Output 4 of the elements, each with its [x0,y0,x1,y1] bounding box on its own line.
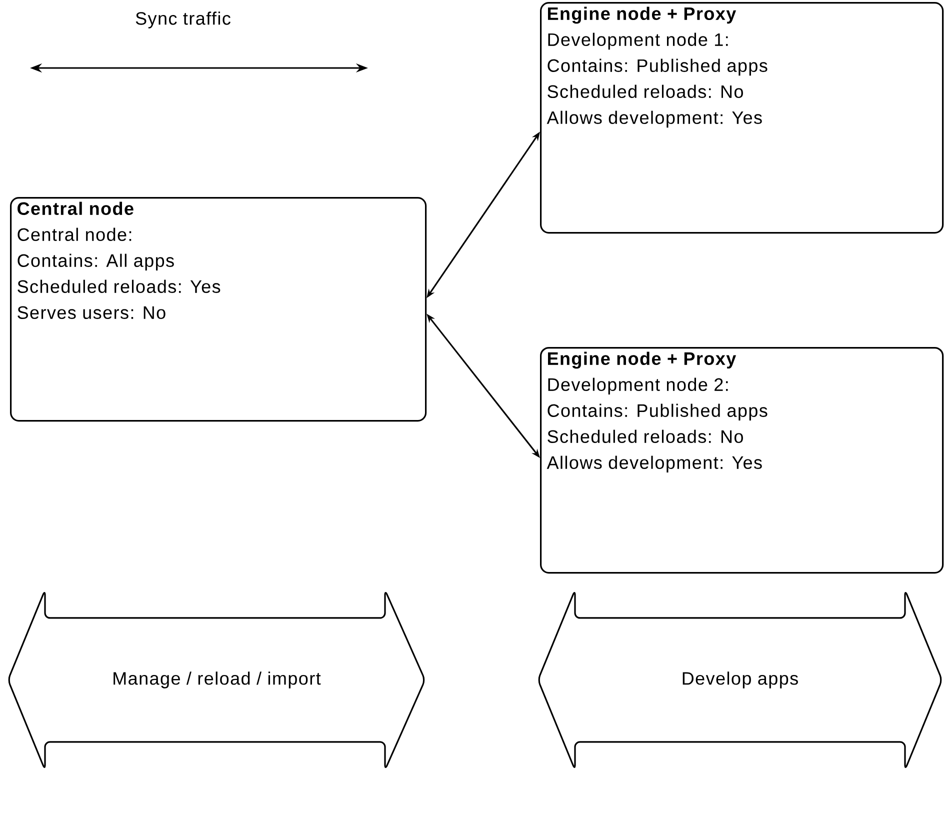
node-box: Central node Central node: Contains: All apps Scheduled reloads: Yes Serves users: No [10,196,427,422]
node-box: Engine node + Proxy Development node 1: Contains: Published apps Scheduled reloads: No Allows development: Yes [540,2,944,234]
node-box: Engine node + Proxy Development node 2: Contains: Published apps Scheduled reloads: No Allows development: Yes [540,346,944,574]
legend-label: Sync traffic [136,12,230,28]
